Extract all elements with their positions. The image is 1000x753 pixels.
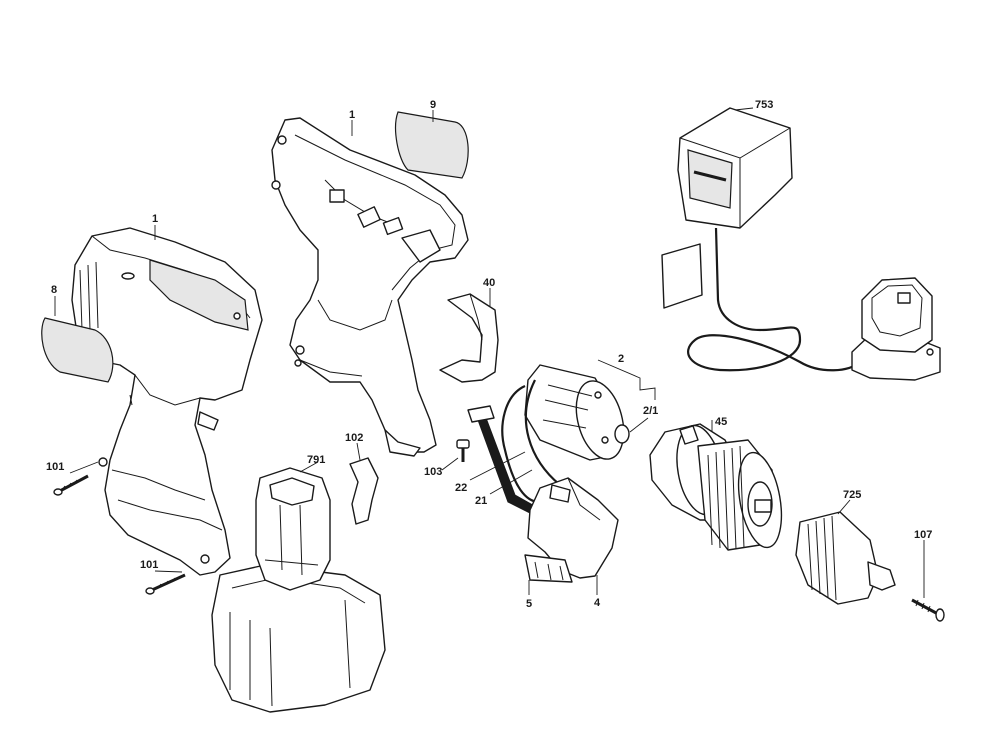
label-gearbox: 45 [715, 416, 727, 428]
label-small-screw: 103 [424, 466, 442, 478]
label-battery: 791 [307, 454, 325, 466]
gearbox-45 [649, 423, 783, 551]
housing-left-half [71, 227, 263, 576]
clip-102 [349, 457, 379, 525]
label-switch: 4 [594, 597, 601, 609]
label-clip: 102 [345, 432, 363, 444]
motor-2 [524, 364, 630, 461]
label-housing-screw-a: 101 [46, 461, 64, 473]
label-nameplate-top: 9 [430, 99, 436, 111]
housing-right-half [271, 117, 469, 457]
housing-screw-lower [145, 573, 186, 595]
charger-base [851, 277, 941, 381]
label-chuck-screw: 107 [914, 529, 932, 541]
leader-lines [54, 107, 925, 598]
label-charger-adapter: 753 [755, 99, 773, 111]
part-labels: 1 9 1 8 753 40 2 2/1 45 725 107 101 101 … [46, 99, 932, 610]
housing-screw-upper [53, 474, 89, 496]
label-motor: 2 [618, 353, 624, 365]
battery-pack-791 [211, 467, 386, 713]
nameplate-8 [41, 317, 114, 383]
label-wire-a: 22 [455, 482, 467, 494]
label-housing-left: 1 [152, 213, 158, 225]
label-nameplate-left: 8 [51, 284, 57, 296]
label-wire-b: 21 [475, 495, 487, 507]
charger-adapter-753 [661, 107, 861, 372]
wire-harness [467, 379, 561, 515]
label-bracket: 40 [483, 277, 495, 289]
switch-4 [524, 477, 619, 583]
small-screw-103 [456, 439, 470, 462]
label-reverse-slide: 5 [526, 598, 532, 610]
label-motor-pinion: 2/1 [643, 405, 658, 417]
label-housing-screw-b: 101 [140, 559, 158, 571]
chuck-screw-107 [911, 598, 945, 622]
label-housing-right: 1 [349, 109, 355, 121]
label-chuck: 725 [843, 489, 861, 501]
bracket-40 [439, 293, 499, 383]
chuck-725 [795, 511, 896, 605]
nameplate-9 [395, 111, 469, 179]
